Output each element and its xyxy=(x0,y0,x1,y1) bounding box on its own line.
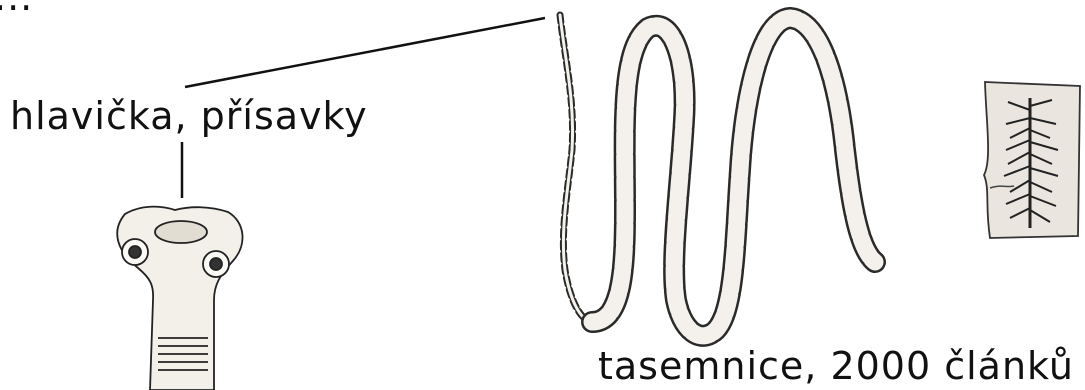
strobila-drawing xyxy=(560,15,875,336)
scolex-drawing xyxy=(117,207,242,390)
leader-line-top xyxy=(185,18,545,87)
proglottid-drawing xyxy=(984,82,1080,238)
